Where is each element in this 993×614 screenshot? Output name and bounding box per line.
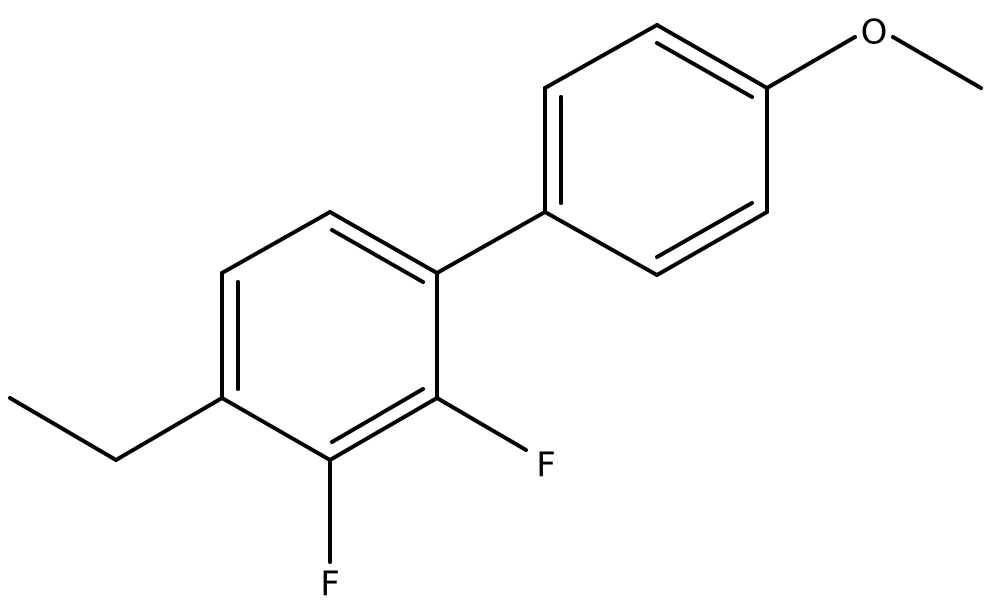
atom-labels: O F F xyxy=(320,13,887,605)
bond xyxy=(328,210,439,275)
bond xyxy=(543,23,659,90)
bond-inner xyxy=(330,228,425,284)
bond-inner xyxy=(330,387,425,444)
bond xyxy=(220,210,332,275)
bond xyxy=(220,396,332,462)
substituent-bonds xyxy=(8,35,983,564)
bond-inner xyxy=(655,201,754,259)
upper-ring xyxy=(543,23,769,277)
oxygen-atom-label: O xyxy=(861,13,888,53)
o-ring-bond xyxy=(765,35,857,90)
fluorine-atom-label: F xyxy=(536,446,556,486)
bond xyxy=(543,210,659,277)
ethyl-bond xyxy=(114,396,224,462)
o-methyl-bond xyxy=(891,35,983,90)
biaryl-bond xyxy=(435,210,547,275)
fluorine-atom-label: F xyxy=(320,565,340,605)
lower-ring xyxy=(220,210,439,462)
bond xyxy=(655,210,769,277)
bond xyxy=(328,396,439,462)
bond-inner xyxy=(655,41,754,99)
bond xyxy=(655,23,769,90)
ethyl-bond xyxy=(8,396,118,462)
c-f-bond xyxy=(435,396,528,452)
